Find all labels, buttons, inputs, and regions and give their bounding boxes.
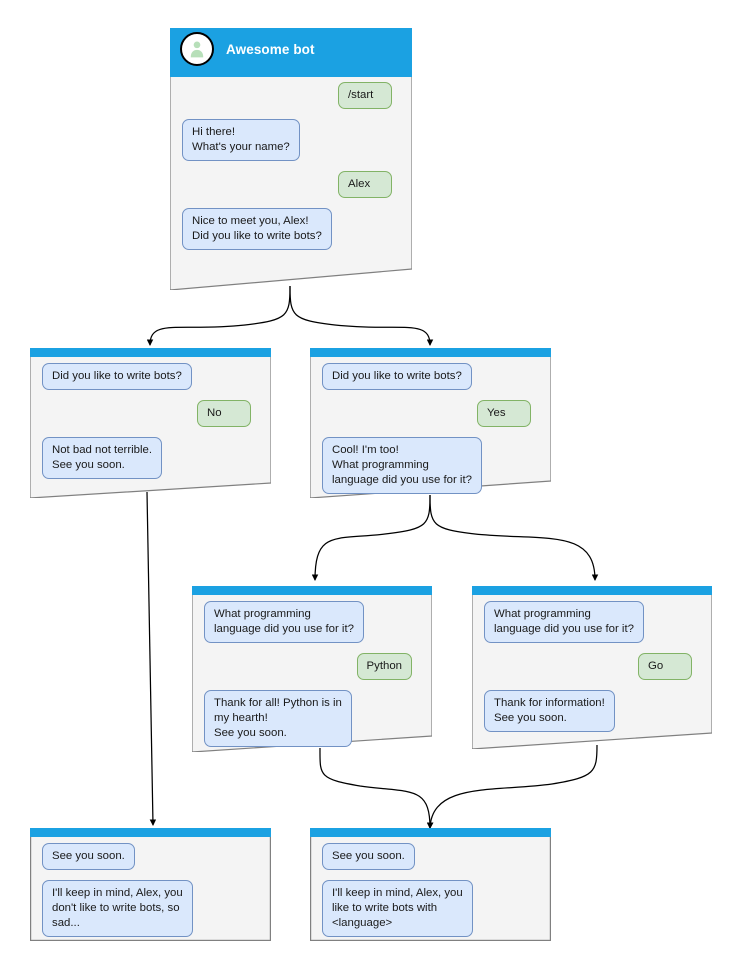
message-row: Hi there! What's your name? — [182, 119, 400, 161]
edge-go-to-end-happy — [427, 744, 598, 829]
card-end-happy-chat: See you soon. I'll keep in mind, Alex, y… — [310, 837, 551, 953]
message-row: What programming language did you use fo… — [484, 601, 700, 643]
user-message-bubble[interactable]: Python — [356, 653, 412, 680]
message-row: Thank for information! See you soon. — [484, 690, 700, 732]
bot-message-bubble[interactable]: Not bad not terrible. See you soon. — [42, 437, 163, 479]
card-python-branch-chat: What programming language did you use fo… — [192, 595, 432, 763]
card-no-branch[interactable]: Did you like to write bots? No Not bad n… — [30, 348, 271, 498]
card-python-branch-body: What programming language did you use fo… — [192, 586, 432, 763]
bot-message-bubble[interactable]: Thank for all! Python is in my hearth! S… — [204, 690, 352, 747]
message-row: Yes — [322, 400, 539, 427]
user-message-bubble[interactable]: Yes — [477, 400, 531, 427]
user-message-bubble[interactable]: Go — [638, 653, 692, 680]
person-avatar-icon — [180, 32, 214, 66]
bot-message-bubble[interactable]: Hi there! What's your name? — [182, 119, 300, 161]
card-yes-branch[interactable]: Did you like to write bots? Yes Cool! I'… — [310, 348, 551, 498]
message-row: Python — [204, 653, 420, 680]
bot-message-bubble[interactable]: I'll keep in mind, Alex, you like to wri… — [322, 880, 473, 937]
card-yes-branch-chat: Did you like to write bots? Yes Cool! I'… — [310, 357, 551, 510]
message-row: No — [42, 400, 259, 427]
message-row: I'll keep in mind, Alex, you don't like … — [42, 880, 259, 937]
message-row: Did you like to write bots? — [42, 363, 259, 390]
bot-message-bubble[interactable]: Did you like to write bots? — [42, 363, 192, 390]
bot-message-bubble[interactable]: See you soon. — [322, 843, 415, 870]
user-message-bubble[interactable]: /start — [338, 82, 392, 109]
card-root-header: Awesome bot — [170, 28, 412, 70]
person-glyph-icon — [190, 41, 204, 58]
bot-message-bubble[interactable]: Nice to meet you, Alex! Did you like to … — [182, 208, 332, 250]
user-message-bubble[interactable]: Alex — [338, 171, 392, 198]
card-root-body: Awesome bot /start Hi there! What's your… — [170, 28, 412, 266]
card-end-sad-body: See you soon. I'll keep in mind, Alex, y… — [30, 828, 271, 953]
bot-message-bubble[interactable]: Cool! I'm too! What programming language… — [322, 437, 482, 494]
message-row: Alex — [182, 171, 400, 198]
message-row: Go — [484, 653, 700, 680]
message-row: See you soon. — [322, 843, 539, 870]
bot-message-bubble[interactable]: I'll keep in mind, Alex, you don't like … — [42, 880, 193, 937]
card-end-sad[interactable]: See you soon. I'll keep in mind, Alex, y… — [30, 828, 271, 941]
card-root[interactable]: Awesome bot /start Hi there! What's your… — [170, 28, 412, 290]
message-row: I'll keep in mind, Alex, you like to wri… — [322, 880, 539, 937]
card-python-branch[interactable]: What programming language did you use fo… — [192, 586, 432, 752]
card-no-branch-body: Did you like to write bots? No Not bad n… — [30, 348, 271, 495]
card-root-chat: /start Hi there! What's your name? Alex … — [170, 70, 412, 266]
card-go-branch-chat: What programming language did you use fo… — [472, 595, 712, 748]
bot-message-bubble[interactable]: Did you like to write bots? — [322, 363, 472, 390]
card-go-branch[interactable]: What programming language did you use fo… — [472, 586, 712, 749]
bot-message-bubble[interactable]: What programming language did you use fo… — [484, 601, 644, 643]
card-end-happy[interactable]: See you soon. I'll keep in mind, Alex, y… — [310, 828, 551, 941]
message-row: /start — [182, 82, 400, 109]
message-row: Cool! I'm too! What programming language… — [322, 437, 539, 494]
card-root-title: Awesome bot — [226, 41, 315, 57]
edge-root-to-no — [146, 285, 291, 346]
user-message-bubble[interactable]: No — [197, 400, 251, 427]
message-row: Thank for all! Python is in my hearth! S… — [204, 690, 420, 747]
bot-message-bubble[interactable]: What programming language did you use fo… — [204, 601, 364, 643]
bot-message-bubble[interactable]: See you soon. — [42, 843, 135, 870]
message-row: What programming language did you use fo… — [204, 601, 420, 643]
message-row: See you soon. — [42, 843, 259, 870]
card-go-branch-body: What programming language did you use fo… — [472, 586, 712, 748]
edge-root-to-yes — [289, 285, 434, 346]
card-end-sad-chat: See you soon. I'll keep in mind, Alex, y… — [30, 837, 271, 953]
bot-message-bubble[interactable]: Thank for information! See you soon. — [484, 690, 615, 732]
card-yes-branch-body: Did you like to write bots? Yes Cool! I'… — [310, 348, 551, 510]
edge-no-to-end-sad — [146, 491, 157, 826]
message-row: Nice to meet you, Alex! Did you like to … — [182, 208, 400, 250]
card-end-happy-body: See you soon. I'll keep in mind, Alex, y… — [310, 828, 551, 953]
message-row: Not bad not terrible. See you soon. — [42, 437, 259, 479]
card-no-branch-chat: Did you like to write bots? No Not bad n… — [30, 357, 271, 495]
message-row: Did you like to write bots? — [322, 363, 539, 390]
